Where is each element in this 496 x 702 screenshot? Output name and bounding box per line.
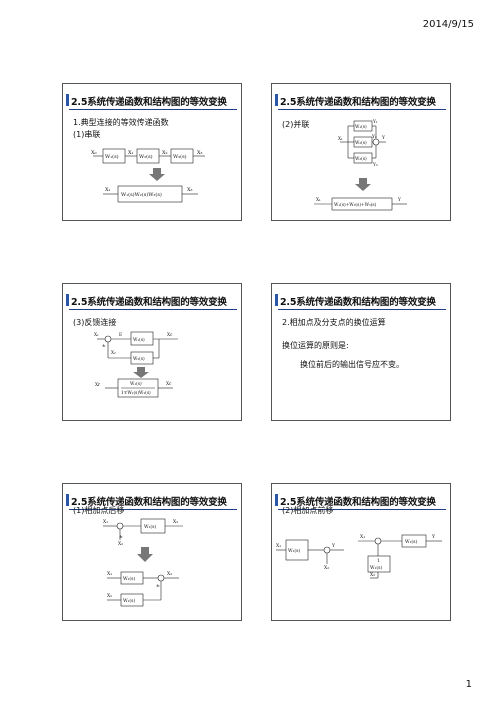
label: Xr bbox=[95, 383, 101, 388]
sum-forward-diagram: X₁ W₁(s) Y X₂ X₁ W₁(s) Y 1 W₁(s) X₂ bbox=[276, 534, 442, 579]
slide-section: (1)相加点后移 bbox=[73, 506, 125, 515]
block-label: W₂(s) bbox=[139, 153, 153, 160]
block-label: W₁(s) bbox=[123, 597, 135, 604]
down-arrow-icon bbox=[133, 367, 149, 378]
label: 1 bbox=[377, 558, 380, 564]
slide-sum-forward: 2.5系统传递函数和结构图的等效变换 (2)相加点前移 X₁ W₁(s) Y X… bbox=[271, 483, 451, 621]
slide-section: 2.相加点及分支点的换位运算 bbox=[282, 318, 386, 327]
title-accent bbox=[275, 294, 278, 306]
series-diagram: X₀ W₁(s) X₁ W₂(s) X₂ W₃(s) X₃ X₁ W₁(s)W₂… bbox=[91, 148, 205, 203]
title-accent bbox=[275, 94, 278, 106]
label: X₂ bbox=[324, 565, 329, 571]
block-label: W₁(s) bbox=[123, 575, 135, 582]
label: X₁ bbox=[94, 333, 99, 338]
label: X₃ bbox=[187, 187, 193, 193]
block-label: W₁(s) bbox=[144, 523, 156, 530]
label: X₂ bbox=[118, 541, 123, 547]
label: X₂ bbox=[111, 351, 116, 356]
label: X₁ bbox=[128, 150, 134, 156]
label: X₁ bbox=[105, 187, 111, 193]
slide-title: 2.5系统传递函数和结构图的等效变换 bbox=[71, 497, 227, 508]
label: Xc bbox=[167, 333, 173, 338]
label: E bbox=[119, 333, 122, 338]
title-rule bbox=[69, 309, 237, 310]
slide-title: 2.5系统传递函数和结构图的等效变换 bbox=[280, 97, 436, 108]
label: Y₂ bbox=[371, 135, 377, 140]
slide-sum-backward: 2.5系统传递函数和结构图的等效变换 (1)相加点后移 X₁ ± X₂ W₁(s… bbox=[62, 483, 242, 621]
slide-title: 2.5系统传递函数和结构图的等效变换 bbox=[280, 297, 436, 308]
page-number: 1 bbox=[465, 679, 472, 690]
title-accent bbox=[66, 494, 69, 506]
slide-series: 2.5系统传递函数和结构图的等效变换 1.典型连接的等效传递函数 (1)串联 X… bbox=[62, 83, 242, 221]
block-label: W₂(s) bbox=[355, 141, 367, 146]
slide-title: 2.5系统传递函数和结构图的等效变换 bbox=[280, 497, 436, 508]
block-label: W₁(s)W₂(s)W₃(s) bbox=[121, 191, 162, 198]
label: Y bbox=[381, 136, 385, 141]
label: Y bbox=[331, 543, 336, 549]
sum-backward-diagram: X₁ ± X₂ W₁(s) X₃ X₁ W₁(s) X₃ ± X₂ W₁(s) bbox=[103, 518, 183, 607]
label: Y₁ bbox=[372, 120, 378, 125]
block-label: W₃(s) bbox=[173, 153, 187, 160]
down-arrow-icon bbox=[137, 547, 153, 562]
label: Y bbox=[431, 534, 436, 540]
label: X₁ bbox=[107, 571, 112, 577]
slide-title: 2.5系统传递函数和结构图的等效变换 bbox=[71, 297, 227, 308]
block-label: W₃(s) bbox=[355, 157, 367, 162]
slide-swap-rule: 2.5系统传递函数和结构图的等效变换 2.相加点及分支点的换位运算 换位运算的原… bbox=[271, 283, 451, 421]
block-label: 1∓W₁(s)W₂(s) bbox=[121, 391, 151, 396]
label: Y₃ bbox=[372, 163, 378, 168]
down-arrow-icon bbox=[149, 168, 165, 181]
label: X₁ bbox=[103, 519, 108, 525]
down-arrow-icon bbox=[355, 178, 371, 191]
label: X₃ bbox=[167, 571, 172, 577]
parallel-diagram: X₁ W₁(s) W₂(s) W₃(s) Y₁ Y₂ Y₃ Y X₁ W₁(s)… bbox=[314, 120, 407, 211]
rule-label: 换位运算的原则是: bbox=[282, 341, 349, 350]
block-label: W₁(s)+W₂(s)+W₃(s) bbox=[334, 203, 377, 208]
slide-section: (3)反馈连接 bbox=[73, 318, 117, 327]
label: ± bbox=[102, 344, 106, 349]
block-label: W₁(s) bbox=[370, 564, 382, 571]
label: X₁ bbox=[316, 198, 321, 203]
title-rule bbox=[69, 509, 237, 510]
title-rule bbox=[69, 109, 237, 110]
slide-section: (1)串联 bbox=[73, 130, 101, 139]
title-accent bbox=[66, 294, 69, 306]
slide-subtitle: 1.典型连接的等效传递函数 bbox=[73, 118, 169, 127]
block-label: W₁(s) bbox=[355, 125, 367, 130]
title-rule bbox=[278, 309, 446, 310]
rule-text: 换位前后的输出信号应不变。 bbox=[300, 360, 404, 369]
slide-parallel: 2.5系统传递函数和结构图的等效变换 (2)并联 X₁ W₁(s) W₂(s) … bbox=[271, 83, 451, 221]
label: X₁ bbox=[338, 137, 343, 142]
block-label: W₁(s) bbox=[288, 547, 300, 554]
slide-feedback: 2.5系统传递函数和结构图的等效变换 (3)反馈连接 X₁ E ± X₂ W₁(… bbox=[62, 283, 242, 421]
feedback-diagram: X₁ E ± X₂ W₁(s) W₂(s) Xc Xr W₁(s) 1∓W₁(s… bbox=[94, 331, 178, 398]
label: X₁ bbox=[276, 543, 281, 549]
block-label: W₁(s) bbox=[105, 153, 119, 160]
label: X₁ bbox=[360, 534, 365, 540]
block-label: W₁(s) bbox=[133, 338, 145, 343]
label: X₂ bbox=[162, 150, 168, 156]
label: X₃ bbox=[197, 150, 203, 156]
title-accent bbox=[66, 94, 69, 106]
label: X₀ bbox=[91, 150, 97, 156]
label: ± bbox=[119, 534, 123, 540]
block-label: W₁(s) bbox=[405, 538, 417, 545]
slide-title: 2.5系统传递函数和结构图的等效变换 bbox=[71, 97, 227, 108]
title-rule bbox=[278, 109, 446, 110]
label: X₂ bbox=[107, 593, 112, 599]
label: X₂ bbox=[370, 572, 375, 578]
label: ± bbox=[156, 583, 160, 589]
label: Y bbox=[397, 198, 401, 203]
label: Xc bbox=[166, 382, 172, 387]
block-label: W₂(s) bbox=[133, 357, 145, 362]
block-label: W₁(s) bbox=[130, 382, 142, 387]
slide-section: (2)相加点前移 bbox=[282, 506, 334, 515]
title-rule bbox=[278, 509, 446, 510]
page-date: 2014/9/15 bbox=[422, 19, 474, 30]
slide-section: (2)并联 bbox=[282, 120, 310, 129]
title-accent bbox=[275, 494, 278, 506]
label: X₃ bbox=[173, 519, 178, 525]
